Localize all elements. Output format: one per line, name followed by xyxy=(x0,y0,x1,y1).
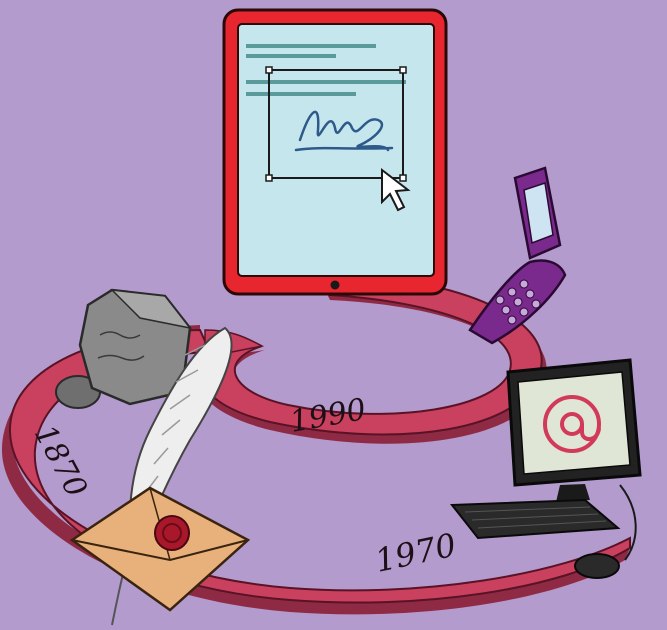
tablet-home-button xyxy=(331,281,340,290)
tablet-signature-icon xyxy=(224,10,446,294)
flip-phone-icon xyxy=(470,168,565,343)
keyboard xyxy=(452,500,618,538)
stone-tablet-icon xyxy=(56,290,190,408)
computer-monitor-icon xyxy=(452,360,640,578)
computer-mouse xyxy=(575,554,619,578)
year-label-1970: 1970 xyxy=(372,526,460,580)
